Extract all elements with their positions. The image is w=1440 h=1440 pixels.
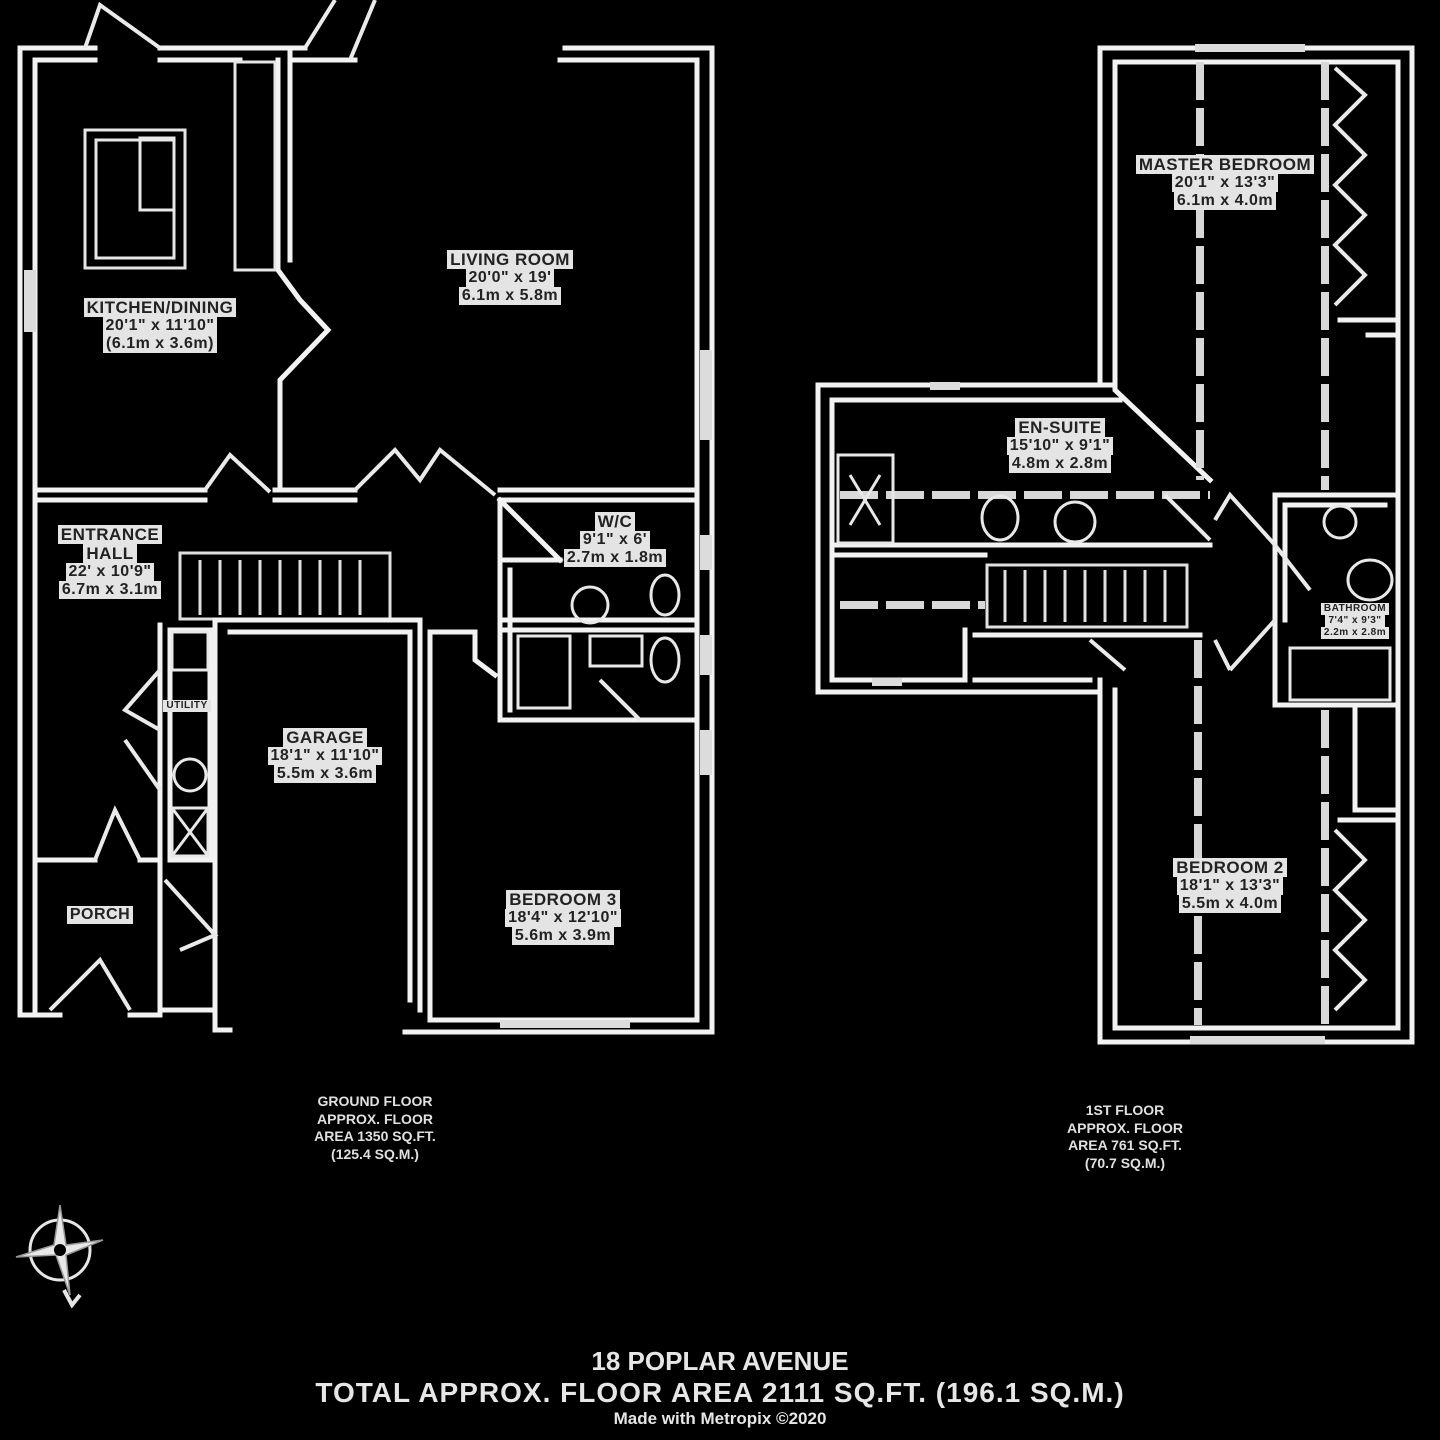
area-line: AREA 761 SQ.FT.: [1068, 1137, 1182, 1153]
ground-floor-area-label: GROUND FLOOR APPROX. FLOOR AREA 1350 SQ.…: [290, 1093, 460, 1163]
room-name: BEDROOM 2: [1173, 858, 1287, 877]
room-dim-metric: 6.1m x 5.8m: [458, 287, 562, 305]
room-label-wc: W/C 9'1" x 6' 2.7m x 1.8m: [555, 512, 675, 567]
room-label-master-bedroom: MASTER BEDROOM 20'1" x 13'3" 6.1m x 4.0m: [1120, 155, 1330, 210]
room-name: LIVING ROOM: [447, 250, 573, 269]
room-dim-metric: 5.5m x 3.6m: [273, 765, 377, 783]
compass-rose-icon: [15, 1204, 104, 1309]
room-dim-imperial: 15'10" x 9'1": [1006, 437, 1114, 455]
room-name: W/C: [594, 512, 636, 531]
room-dim-metric: 4.8m x 2.8m: [1008, 455, 1112, 473]
room-dim-metric: 6.1m x 4.0m: [1173, 192, 1277, 210]
room-label-bathroom: BATHROOM 7'4" x 9'3" 2.2m x 2.8m: [1315, 603, 1395, 639]
room-dim-imperial: 18'4" x 12'10": [505, 909, 621, 927]
area-line: (125.4 SQ.M.): [331, 1145, 419, 1162]
ground-floor-walls: [17, 0, 715, 1035]
room-name: BEDROOM 3: [506, 890, 620, 909]
room-label-garage: GARAGE 18'1" x 11'10" 5.5m x 3.6m: [240, 728, 410, 783]
total-floor-area: TOTAL APPROX. FLOOR AREA 2111 SQ.FT. (19…: [315, 1377, 1125, 1408]
room-dim-imperial: 20'1" x 11'10": [102, 317, 218, 335]
area-line: APPROX. FLOOR: [1067, 1119, 1183, 1136]
room-dim-imperial: 20'0" x 19': [465, 269, 555, 287]
room-label-kitchen-dining: KITCHEN/DINING 20'1" x 11'10" (6.1m x 3.…: [60, 298, 260, 353]
room-name: GARAGE: [283, 728, 367, 747]
first-floor-walls: [815, 44, 1415, 1045]
room-label-utility: UTILITY: [158, 700, 216, 712]
room-name: ENTRANCE: [57, 525, 163, 544]
ground-stair-treads: [198, 560, 362, 615]
room-dim-metric: 6.7m x 3.1m: [58, 581, 162, 599]
room-name: PORCH: [66, 906, 134, 924]
room-name: UTILITY: [163, 700, 211, 712]
footer: 18 POPLAR AVENUE TOTAL APPROX. FLOOR ARE…: [0, 1346, 1440, 1429]
room-label-living-room: LIVING ROOM 20'0" x 19' 6.1m x 5.8m: [410, 250, 610, 305]
first-floor-area-label: 1ST FLOOR APPROX. FLOOR AREA 761 SQ.FT. …: [1040, 1102, 1210, 1172]
room-dim-imperial: 22' x 10'9": [65, 563, 155, 581]
room-name: BATHROOM: [1320, 603, 1390, 615]
room-label-bedroom-2: BEDROOM 2 18'1" x 13'3" 5.5m x 4.0m: [1155, 858, 1305, 913]
room-dim-imperial: 20'1" x 13'3": [1171, 174, 1279, 192]
room-dim-imperial: 7'4" x 9'3": [1325, 615, 1385, 627]
room-name: KITCHEN/DINING: [83, 298, 237, 317]
area-line: GROUND FLOOR: [317, 1093, 433, 1109]
room-label-bedroom-3: BEDROOM 3 18'4" x 12'10" 5.6m x 3.9m: [478, 890, 648, 945]
area-line: AREA 1350 SQ.FT.: [314, 1128, 436, 1144]
room-name: MASTER BEDROOM: [1135, 155, 1315, 174]
room-dim-metric: 2.7m x 1.8m: [563, 549, 667, 567]
room-dim-imperial: 9'1" x 6': [579, 531, 651, 549]
room-label-en-suite: EN-SUITE 15'10" x 9'1" 4.8m x 2.8m: [990, 418, 1130, 473]
room-dim-imperial: 18'1" x 13'3": [1176, 877, 1284, 895]
room-dim-imperial: 18'1" x 11'10": [267, 747, 383, 765]
room-name: EN-SUITE: [1015, 418, 1105, 437]
room-name-sub: HALL: [83, 544, 137, 563]
room-dim-metric: 5.5m x 4.0m: [1178, 895, 1282, 913]
area-line: 1ST FLOOR: [1085, 1102, 1165, 1118]
room-dim-metric: 5.6m x 3.9m: [511, 927, 615, 945]
room-dim-metric: 2.2m x 2.8m: [1320, 627, 1390, 639]
area-line: APPROX. FLOOR: [317, 1110, 433, 1127]
credit-text: Made with Metropix ©2020: [613, 1409, 827, 1428]
area-line: (70.7 SQ.M.): [1084, 1154, 1166, 1171]
property-address: 18 POPLAR AVENUE: [591, 1346, 849, 1376]
room-dim-metric: (6.1m x 3.6m): [103, 335, 217, 353]
room-label-porch: PORCH: [55, 906, 145, 924]
room-label-entrance-hall: ENTRANCE HALL 22' x 10'9" 6.7m x 3.1m: [40, 525, 180, 599]
